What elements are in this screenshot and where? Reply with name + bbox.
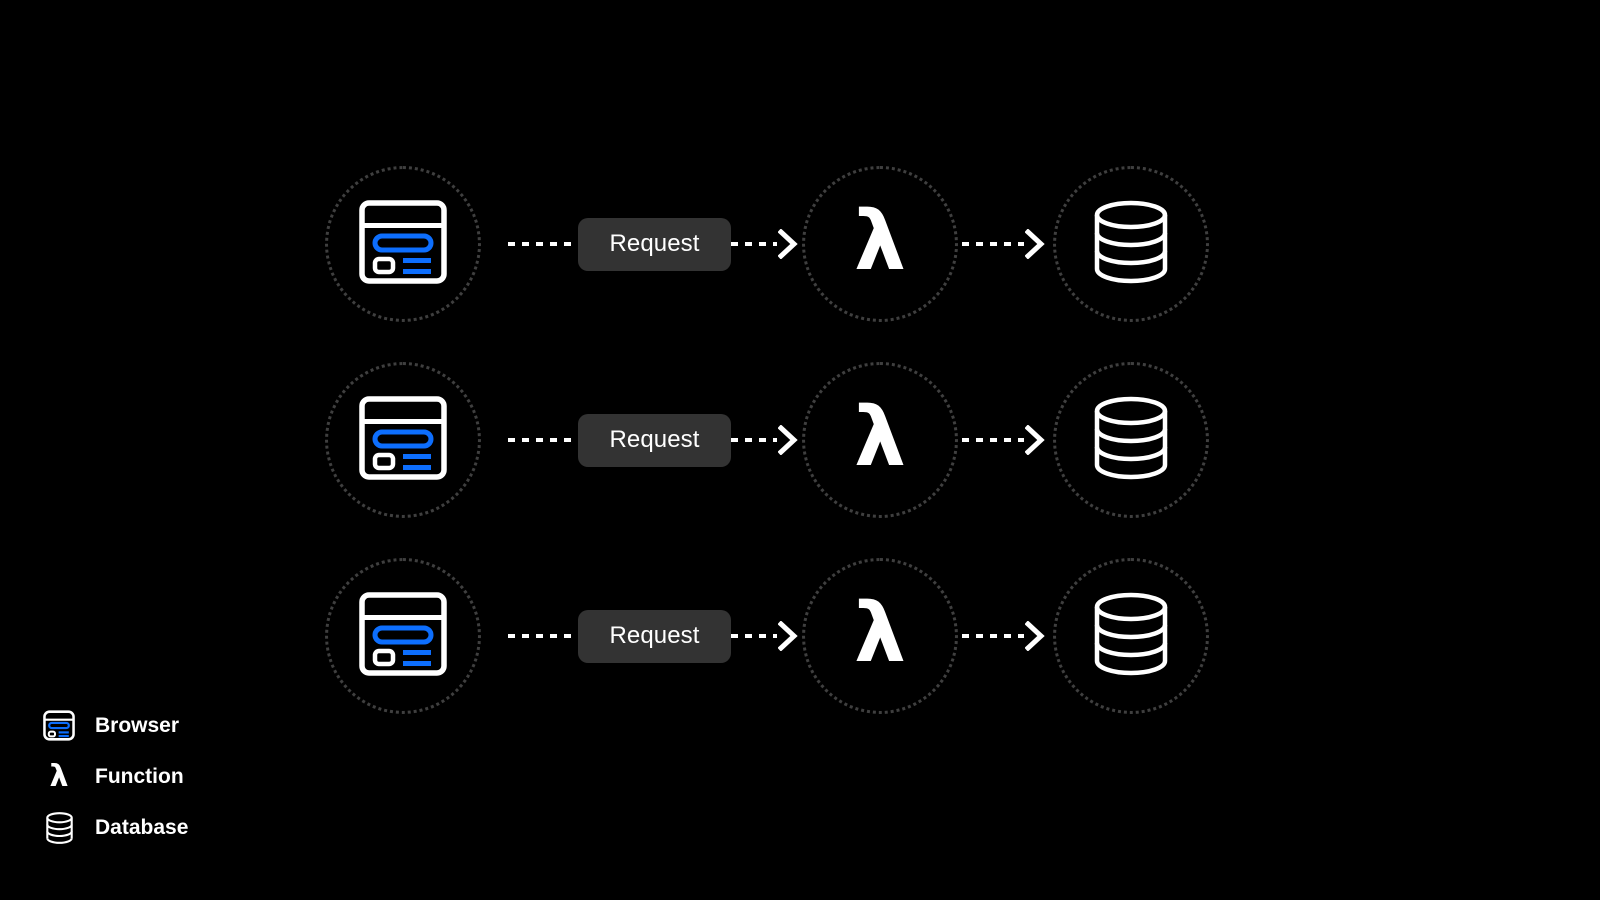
connector-plain — [962, 412, 1045, 468]
arrow-chevron-icon — [778, 229, 798, 259]
node-function[interactable]: λ — [802, 362, 958, 518]
browser-icon — [359, 591, 447, 681]
node-browser[interactable] — [325, 362, 481, 518]
dashed-line-segment — [508, 242, 578, 246]
connector-request: Request — [508, 608, 798, 664]
arrow-chevron-icon — [778, 621, 798, 651]
legend-label: Browser — [95, 713, 180, 737]
dashed-line-segment — [962, 242, 1024, 246]
lambda-icon: λ — [854, 194, 906, 289]
lambda-glyph: λ — [49, 758, 69, 794]
browser-icon — [359, 199, 447, 289]
lambda-icon: λ — [854, 390, 906, 485]
connector-plain — [962, 608, 1045, 664]
node-browser[interactable] — [325, 166, 481, 322]
flow-row: Request λ — [0, 144, 1600, 344]
arrow-chevron-icon — [1025, 229, 1045, 259]
node-database[interactable] — [1053, 166, 1209, 322]
node-database[interactable] — [1053, 558, 1209, 714]
dashed-line-segment — [962, 634, 1024, 638]
connector-plain — [962, 216, 1045, 272]
dashed-line-segment — [508, 438, 578, 442]
dashed-line-segment — [508, 634, 578, 638]
request-label[interactable]: Request — [578, 217, 731, 271]
database-icon — [1093, 396, 1169, 485]
request-label[interactable]: Request — [578, 413, 731, 467]
dashed-line-segment — [731, 438, 777, 442]
connector-request: Request — [508, 412, 798, 468]
database-icon — [1093, 592, 1169, 681]
browser-icon — [42, 709, 76, 743]
database-icon — [42, 811, 76, 845]
dashed-line-segment — [731, 242, 777, 246]
legend-item-database: Database — [42, 802, 342, 853]
legend-label: Function — [95, 764, 184, 788]
arrow-chevron-icon — [1025, 425, 1045, 455]
lambda-icon: λ — [854, 586, 906, 681]
database-icon — [1093, 200, 1169, 289]
flow-row: Request λ — [0, 536, 1600, 736]
browser-icon — [359, 395, 447, 485]
connector-request: Request — [508, 216, 798, 272]
node-function[interactable]: λ — [802, 166, 958, 322]
legend-item-function: λ Function — [42, 751, 342, 802]
dashed-line-segment — [731, 634, 777, 638]
request-label[interactable]: Request — [578, 609, 731, 663]
arrow-chevron-icon — [778, 425, 798, 455]
legend-label: Database — [95, 815, 189, 839]
node-browser[interactable] — [325, 558, 481, 714]
lambda-icon: λ — [42, 760, 76, 794]
legend: Browser λ Function Database — [42, 700, 342, 853]
dashed-line-segment — [962, 438, 1024, 442]
node-function[interactable]: λ — [802, 558, 958, 714]
legend-item-browser: Browser — [42, 700, 342, 751]
node-database[interactable] — [1053, 362, 1209, 518]
flow-row: Request λ — [0, 340, 1600, 540]
arrow-chevron-icon — [1025, 621, 1045, 651]
